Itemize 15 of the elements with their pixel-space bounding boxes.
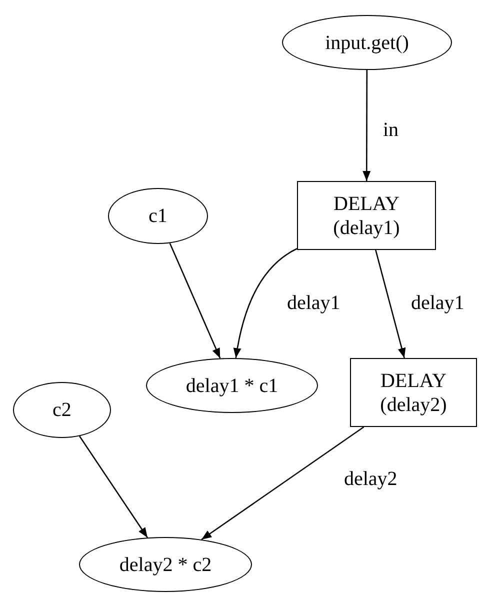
node-text: c1 [148, 204, 168, 228]
node-text: DELAY (delay2) [379, 368, 448, 416]
arrow [375, 250, 406, 358]
process-box [297, 181, 436, 250]
node-text: input.get() [325, 30, 409, 54]
arrow [169, 242, 221, 359]
node-text: c2 [52, 398, 72, 422]
arrow [78, 436, 148, 538]
node-text: DELAY (delay1) [332, 192, 401, 240]
arrow [201, 426, 364, 540]
arrow [362, 70, 371, 181]
process-box [350, 358, 477, 427]
node-text: delay1 * c1 [186, 374, 278, 398]
node-text: delay2 * c2 [119, 552, 212, 576]
arrow [234, 248, 298, 358]
